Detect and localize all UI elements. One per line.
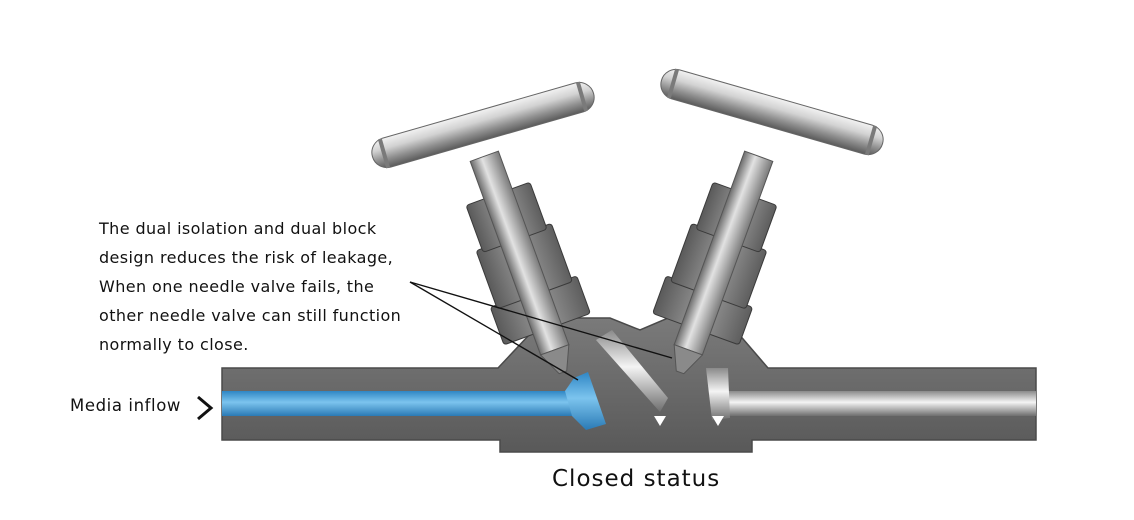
leader-line-right-valve	[409, 281, 673, 359]
design-annotation: The dual isolation and dual block design…	[99, 214, 459, 359]
seat-right	[712, 416, 724, 426]
annotation-line-2: design reduces the risk of leakage,	[99, 248, 394, 267]
left-t-handle	[371, 81, 595, 169]
left-needle-tip	[539, 343, 570, 375]
right-t-handle	[660, 68, 884, 156]
annotation-line-1: The dual isolation and dual block	[99, 219, 377, 238]
annotation-line-4: other needle valve can still function	[99, 306, 402, 325]
right-needle-tip	[673, 343, 704, 375]
status-caption: Closed status	[552, 466, 721, 492]
middle-passage	[596, 330, 668, 412]
leader-line-left-valve	[409, 281, 579, 381]
seat-left	[654, 416, 666, 426]
inlet-bore	[222, 391, 592, 416]
outlet-bore	[725, 391, 1036, 416]
inflow-arrow-icon	[197, 395, 214, 421]
media-inflow-label: Media inflow	[70, 396, 182, 415]
right-needle-valve	[652, 150, 777, 375]
callout-lines	[409, 281, 673, 381]
annotation-line-5: normally to close.	[99, 335, 249, 354]
media-flow	[565, 372, 606, 430]
annotation-line-3: When one needle valve fails, the	[99, 277, 375, 296]
left-needle-valve	[466, 150, 591, 375]
outlet-angled-passage	[706, 368, 730, 420]
